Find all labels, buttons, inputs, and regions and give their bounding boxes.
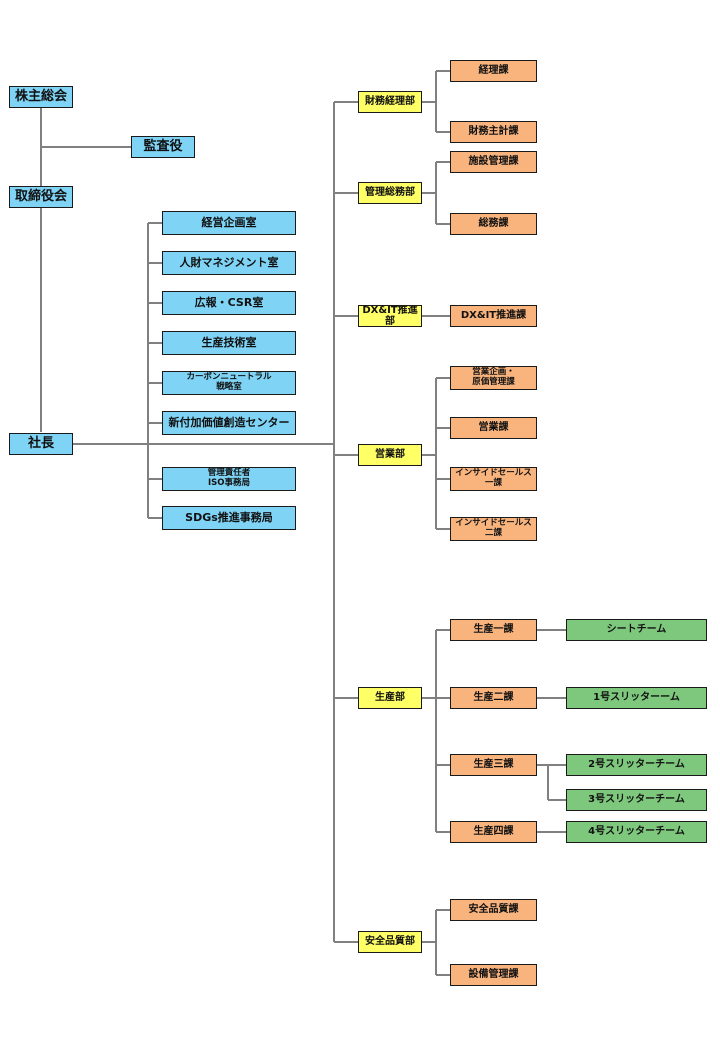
staff-office: 生産技術室 bbox=[162, 331, 296, 355]
section-box: 財務主計課 bbox=[450, 121, 537, 143]
section-box: 施設管理課 bbox=[450, 151, 537, 173]
section-box: 営業課 bbox=[450, 417, 537, 439]
section-box: 経理課 bbox=[450, 60, 537, 82]
president-box: 社長 bbox=[9, 433, 73, 455]
staff-office: 広報・CSR室 bbox=[162, 291, 296, 315]
shareholders-meeting-box: 株主総会 bbox=[9, 86, 73, 108]
team-box: シートチーム bbox=[566, 619, 707, 641]
team-box: 4号スリッターチーム bbox=[566, 821, 707, 843]
team-box: 2号スリッターチーム bbox=[566, 754, 707, 776]
section-box: 生産三課 bbox=[450, 754, 537, 776]
section-box: インサイドセールス 一課 bbox=[450, 467, 537, 491]
staff-office: カーボンニュートラル 戦略室 bbox=[162, 371, 296, 395]
section-box: 営業企画・ 原価管理課 bbox=[450, 366, 537, 390]
department-box: DX&IT推進部 bbox=[358, 305, 422, 327]
section-box: 設備管理課 bbox=[450, 964, 537, 986]
section-box: 生産一課 bbox=[450, 619, 537, 641]
staff-office: 新付加価値創造センター bbox=[162, 411, 296, 435]
department-box: 財務経理部 bbox=[358, 91, 422, 113]
department-box: 生産部 bbox=[358, 687, 422, 709]
section-box: 生産四課 bbox=[450, 821, 537, 843]
section-box: 安全品質課 bbox=[450, 899, 537, 921]
department-box: 営業部 bbox=[358, 444, 422, 466]
staff-office: 管理責任者 ISO事務局 bbox=[162, 467, 296, 491]
department-box: 管理総務部 bbox=[358, 182, 422, 204]
staff-office: 人財マネジメント室 bbox=[162, 251, 296, 275]
section-box: インサイドセールス 二課 bbox=[450, 517, 537, 541]
team-box: 3号スリッターチーム bbox=[566, 789, 707, 811]
section-box: 総務課 bbox=[450, 213, 537, 235]
department-box: 安全品質部 bbox=[358, 931, 422, 953]
section-box: DX&IT推進課 bbox=[450, 305, 537, 327]
section-box: 生産二課 bbox=[450, 687, 537, 709]
staff-office: 経営企画室 bbox=[162, 211, 296, 235]
auditor-box: 監査役 bbox=[131, 136, 195, 158]
team-box: 1号スリッターーム bbox=[566, 687, 707, 709]
staff-office: SDGs推進事務局 bbox=[162, 506, 296, 530]
board-of-directors-box: 取締役会 bbox=[9, 186, 73, 208]
